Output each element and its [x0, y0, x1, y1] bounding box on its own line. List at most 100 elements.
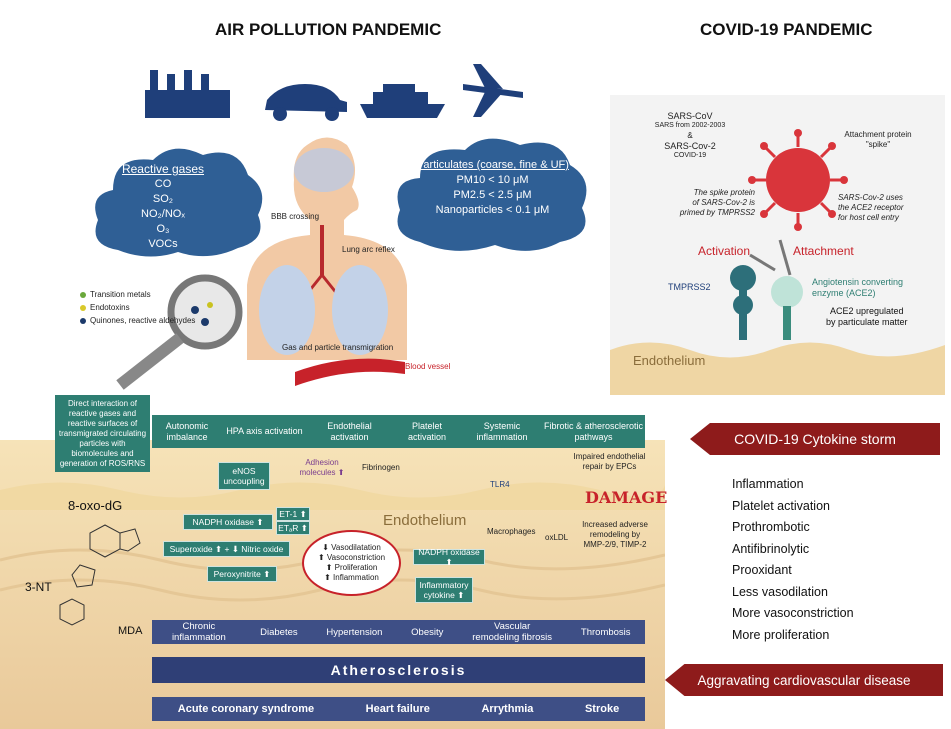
disease-item: Thrombosis: [580, 626, 631, 638]
gas-item: O₃: [156, 223, 170, 235]
effects-oval: ⬇ Vasodilatation ⬆ Vasoconstriction ⬆ Pr…: [302, 530, 401, 596]
lung-reflex-label: Lung arc reflex: [342, 245, 395, 254]
gas-item: NO₂/NOₓ: [141, 208, 185, 220]
pathway-item: Platelet activation: [392, 415, 462, 448]
attachment-label: Attachment: [793, 244, 854, 258]
covid-endothelium-label: Endothelium: [633, 353, 706, 368]
pathway-item: Systemic inflammation: [462, 415, 542, 448]
etar-box: ETₐR ⬆: [276, 521, 310, 535]
disease-item: Vascular remodeling fibrosis: [472, 621, 552, 643]
storm-effect-item: More vasoconstriction: [732, 606, 854, 620]
bbb-label: BBB crossing: [271, 212, 320, 221]
endotoxins-dot-icon: [80, 305, 86, 311]
particulate-item: PM2.5 < 2.5 μM: [453, 189, 532, 201]
pathway-item: Autonomic imbalance: [152, 415, 222, 448]
ace2-up-line: ACE2 upregulated: [829, 306, 904, 316]
effect-item: ⬆ Proliferation: [325, 563, 378, 572]
legend-label: Endotoxins: [90, 303, 130, 312]
storm-effects-list: Inflammation Platelet activation Prothro…: [732, 474, 854, 646]
blood-vessel: [295, 358, 405, 386]
legend-label: Transition metals: [90, 290, 151, 299]
ace2-label: Angiotensin converting: [812, 277, 904, 287]
ace2-label: enzyme (ACE2): [812, 288, 876, 298]
particulates-cloud: [397, 138, 587, 251]
covid19-label: COVID-19: [673, 152, 707, 159]
quinones-dot-icon: [80, 318, 86, 324]
storm-effect-item: Platelet activation: [732, 498, 830, 513]
ace2-receptor-line: SARS-Cov-2 uses: [838, 193, 903, 202]
gas-item: VOCs: [148, 238, 178, 250]
cytokine-storm-arrow: COVID-19 Cytokine storm: [690, 423, 940, 455]
covid-title: COVID-19 PANDEMIC: [700, 20, 873, 39]
superoxide-box: Superoxide ⬆ + ⬇ Nitric oxide: [163, 541, 290, 557]
impaired-repair-label: Impaired endothelial repair by EPCs: [573, 452, 646, 471]
oxldl-label: oxLDL: [545, 533, 569, 542]
pollution-sources: [145, 64, 523, 121]
macrophages-label: Macrophages: [487, 527, 536, 536]
outcome-item: Stroke: [584, 703, 620, 715]
aggravating-arrow: Aggravating cardiovascular disease: [665, 664, 943, 696]
pathway-item: Endothelial activation: [307, 415, 392, 448]
gas-item: CO: [154, 178, 172, 190]
effect-item: ⬆ Inflammation: [324, 573, 379, 582]
disease-item: Chronic inflammation: [171, 621, 226, 643]
attachment-protein-line: "spike": [865, 140, 891, 149]
disease-item: Obesity: [411, 626, 444, 638]
sars-cov-label: SARS-CoV: [667, 111, 713, 121]
disease-row: Chronic inflammation Diabetes Hypertensi…: [152, 620, 645, 644]
airplane-icon: [463, 64, 523, 117]
receptors-icon: [730, 239, 803, 340]
atherosclerosis-bar: Atherosclerosis: [152, 657, 645, 683]
nadph-oxidase-2-box: NADPH oxidase ⬆: [413, 547, 485, 567]
particulates-title: Particulates (coarse, fine & UF): [416, 159, 569, 171]
endothelium-label: Endothelium: [383, 512, 467, 529]
disease-item: Diabetes: [260, 626, 298, 638]
attachment-protein-line: Attachment protein: [844, 130, 912, 139]
human-torso: [247, 137, 407, 360]
factory-icon: [145, 70, 230, 118]
et1-box: ET-1 ⬆: [276, 507, 310, 521]
pathway-item: HPA axis activation: [222, 415, 307, 448]
right-lung-icon: [332, 265, 388, 355]
storm-effect-item: Prothrombotic: [732, 520, 810, 534]
sars-cov2-label: SARS-Cov-2: [664, 141, 716, 151]
storm-effect-item: Antifibrinolytic: [732, 541, 810, 556]
transition-metals-dot-icon: [80, 292, 86, 298]
gas-item: SO₂: [152, 193, 174, 205]
mda-label: MDA: [118, 625, 143, 637]
sars-cov-sub: SARS from 2002-2003: [654, 122, 726, 129]
spike-primed-line: The spike protein: [693, 188, 755, 197]
reactive-gases-title: Reactive gases: [121, 162, 205, 176]
tmprss2-label: TMPRSS2: [668, 282, 711, 292]
direct-interaction-box: Direct interaction of reactive gases and…: [55, 395, 150, 472]
molecule-structures: [59, 524, 141, 626]
peroxynitrite-box: Peroxynitrite ⬆: [207, 566, 277, 582]
outcome-item: Arrythmia: [481, 703, 534, 715]
tlr4-label: TLR4: [490, 480, 510, 489]
outcome-item: Acute coronary syndrome: [177, 703, 315, 715]
ace2-receptor-line: the ACE2 receptor: [838, 203, 904, 212]
legend-label: Quinones, reactive aldehydes: [90, 316, 196, 325]
storm-effect-item: More proliferation: [732, 627, 830, 642]
adhesion-label: Adhesion molecules ⬆: [299, 458, 345, 477]
pathway-bar: Autonomic imbalance HPA axis activation …: [152, 415, 645, 448]
outcome-row: Acute coronary syndrome Heart failure Ar…: [152, 697, 645, 721]
virus-icon: [748, 129, 848, 231]
effect-item: ⬆ Vasoconstriction: [317, 553, 386, 562]
storm-effect-item: Inflammation: [732, 477, 804, 491]
blood-vessel-label: Blood vessel: [405, 362, 451, 371]
storm-effect-item: Prooxidant: [732, 563, 792, 577]
ace2-up-line: by particulate matter: [826, 317, 908, 327]
ship-icon: [360, 84, 445, 118]
car-icon: [265, 84, 347, 121]
brain-icon: [294, 148, 354, 192]
particle-legend: Transition metals Endotoxins Quinones, r…: [80, 290, 195, 326]
covid-endothelium: [610, 342, 945, 395]
remodeling-label: Increased adverse remodeling by MMP-2/9,…: [582, 520, 648, 549]
nt3-label: 3-NT: [25, 580, 52, 594]
spike-primed-line: primed by TMPRSS2: [679, 208, 755, 217]
storm-effect-item: Less vasodilation: [732, 584, 828, 599]
gas-particle-label: Gas and particle transmigration: [282, 343, 394, 352]
ace2-receptor-line: for host cell entry: [838, 213, 899, 222]
pathway-item: Fibrotic & atherosclerotic pathways: [542, 415, 645, 448]
